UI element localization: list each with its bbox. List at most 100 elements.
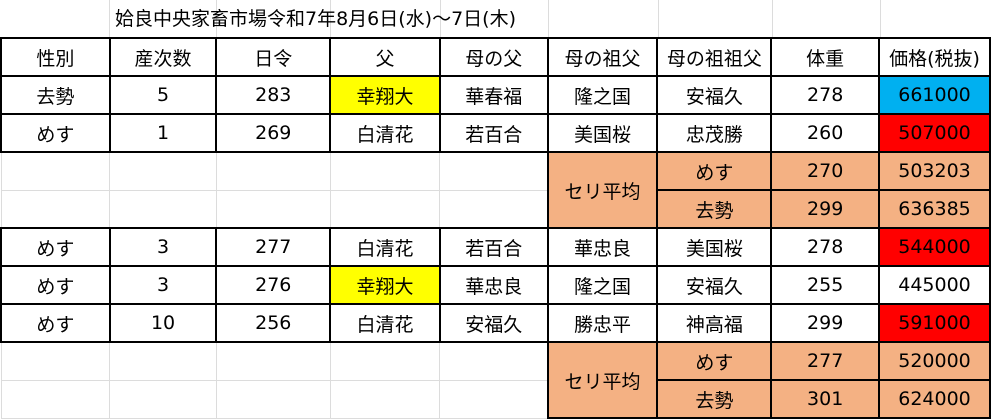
average-price-cell[interactable]: 624000	[878, 379, 991, 419]
header-cell-price[interactable]: 価格(税抜)	[878, 37, 991, 77]
cell-parity[interactable]: 1	[108, 113, 218, 153]
header-row: 性別 産次数 日令 父 母の父 母の祖父 母の祖祖父 体重 価格(税抜)	[0, 37, 991, 77]
cell-sex[interactable]: 去勢	[0, 75, 111, 115]
table-row: めす 10 256 白清花 安福久 勝忠平 神高福 299 591000	[0, 303, 991, 343]
header-cell-dam-sire[interactable]: 母の父	[438, 37, 549, 77]
header-cell-parity[interactable]: 産次数	[108, 37, 218, 77]
average-price-cell[interactable]: 503203	[878, 151, 991, 191]
cell-dam-grandsire[interactable]: 隆之国	[546, 265, 659, 305]
empty-cell[interactable]	[109, 189, 217, 229]
cell-parity[interactable]: 3	[108, 227, 218, 267]
empty-cell[interactable]	[0, 189, 111, 229]
cell-dam-sire[interactable]: 華忠良	[438, 265, 549, 305]
cell-dam-sire[interactable]: 華春福	[438, 75, 549, 115]
cell-weight[interactable]: 278	[770, 75, 881, 115]
table-row: めす 1 269 白清花 若百合 美国桜 忠茂勝 260 507000	[0, 113, 991, 153]
cell-sex[interactable]: めす	[0, 265, 111, 305]
average-row: 去勢 299 636385	[0, 189, 991, 229]
empty-cell[interactable]	[109, 379, 217, 419]
empty-cell[interactable]	[109, 341, 217, 381]
cell-sire-highlighted[interactable]: 幸翔大	[329, 75, 441, 115]
average-sex-cell[interactable]: 去勢	[656, 379, 773, 419]
empty-cell[interactable]	[439, 341, 549, 381]
cell-sire[interactable]: 白清花	[329, 303, 441, 343]
cell-weight[interactable]: 278	[770, 227, 881, 267]
average-weight-cell[interactable]: 299	[770, 189, 881, 229]
cell-age[interactable]: 256	[215, 303, 332, 343]
cell-dam-ggsire[interactable]: 安福久	[656, 75, 773, 115]
cell-dam-ggsire[interactable]: 美国桜	[656, 227, 773, 267]
cell-dam-grandsire[interactable]: 隆之国	[546, 75, 659, 115]
cell-dam-sire[interactable]: 若百合	[438, 113, 549, 153]
cell-dam-sire[interactable]: 安福久	[438, 303, 549, 343]
average-sex-cell[interactable]: めす	[656, 151, 773, 191]
empty-cell[interactable]	[109, 151, 217, 191]
average-label-cell[interactable]: セリ平均	[546, 151, 659, 229]
average-weight-cell[interactable]: 301	[770, 379, 881, 419]
cell-parity[interactable]: 10	[108, 303, 218, 343]
empty-cell[interactable]	[439, 189, 549, 229]
cell-weight[interactable]: 260	[770, 113, 881, 153]
cell-price-highlighted[interactable]: 661000	[878, 75, 991, 115]
cell-sex[interactable]: めす	[0, 303, 111, 343]
empty-cell[interactable]	[329, 379, 441, 419]
average-weight-cell[interactable]: 270	[770, 151, 881, 191]
cell-price-highlighted[interactable]: 591000	[878, 303, 991, 343]
average-price-cell[interactable]: 636385	[878, 189, 991, 229]
empty-cell[interactable]	[329, 151, 441, 191]
empty-cell[interactable]	[215, 379, 331, 419]
cell-age[interactable]: 269	[215, 113, 332, 153]
empty-cell[interactable]	[329, 341, 441, 381]
table-row: めす 3 276 幸翔大 華忠良 隆之国 安福久 255 445000	[0, 265, 991, 305]
cell-parity[interactable]: 5	[108, 75, 218, 115]
cell-dam-grandsire[interactable]: 勝忠平	[546, 303, 659, 343]
empty-cell[interactable]	[0, 379, 111, 419]
cell-dam-ggsire[interactable]: 神高福	[656, 303, 773, 343]
cell-sex[interactable]: めす	[0, 113, 111, 153]
average-sex-cell[interactable]: めす	[656, 341, 773, 381]
empty-cell[interactable]	[215, 151, 331, 191]
empty-cell[interactable]	[439, 151, 549, 191]
auction-results-table: 性別 産次数 日令 父 母の父 母の祖父 母の祖祖父 体重 価格(税抜) 去勢 …	[0, 37, 991, 419]
average-sex-cell[interactable]: 去勢	[656, 189, 773, 229]
empty-cell[interactable]	[329, 189, 441, 229]
header-cell-age[interactable]: 日令	[215, 37, 332, 77]
cell-sire-highlighted[interactable]: 幸翔大	[329, 265, 441, 305]
cell-sex[interactable]: めす	[0, 227, 111, 267]
average-label-cell[interactable]: セリ平均	[546, 341, 659, 419]
header-cell-weight[interactable]: 体重	[770, 37, 881, 77]
average-weight-cell[interactable]: 277	[770, 341, 881, 381]
cell-dam-grandsire[interactable]: 美国桜	[546, 113, 659, 153]
cell-dam-ggsire[interactable]: 安福久	[656, 265, 773, 305]
empty-cell[interactable]	[439, 379, 549, 419]
cell-dam-grandsire[interactable]: 華忠良	[546, 227, 659, 267]
table-row: めす 3 277 白清花 若百合 華忠良 美国桜 278 544000	[0, 227, 991, 267]
cell-parity[interactable]: 3	[108, 265, 218, 305]
header-cell-dam-ggsire[interactable]: 母の祖祖父	[656, 37, 773, 77]
cell-age[interactable]: 277	[215, 227, 332, 267]
header-cell-dam-grandsire[interactable]: 母の祖父	[546, 37, 659, 77]
cell-sire[interactable]: 白清花	[329, 113, 441, 153]
cell-price-highlighted[interactable]: 544000	[878, 227, 991, 267]
header-cell-sex[interactable]: 性別	[0, 37, 111, 77]
empty-cell[interactable]	[215, 189, 331, 229]
cell-dam-ggsire[interactable]: 忠茂勝	[656, 113, 773, 153]
header-cell-sire[interactable]: 父	[329, 37, 441, 77]
empty-cell[interactable]	[215, 341, 331, 381]
average-row: セリ平均 めす 277 520000	[0, 341, 991, 419]
empty-cell[interactable]	[0, 151, 111, 191]
cell-sire[interactable]: 白清花	[329, 227, 441, 267]
cell-age[interactable]: 276	[215, 265, 332, 305]
cell-price-highlighted[interactable]: 507000	[878, 113, 991, 153]
cell-age[interactable]: 283	[215, 75, 332, 115]
cell-price[interactable]: 445000	[878, 265, 991, 305]
sheet-title: 姶良中央家畜市場令和7年8月6日(水)〜7日(木)	[115, 8, 517, 30]
cell-weight[interactable]: 299	[770, 303, 881, 343]
average-row: セリ平均 めす 270 503203	[0, 151, 991, 229]
empty-cell[interactable]	[0, 341, 111, 381]
cell-dam-sire[interactable]: 若百合	[438, 227, 549, 267]
cell-weight[interactable]: 255	[770, 265, 881, 305]
average-price-cell[interactable]: 520000	[878, 341, 991, 381]
average-row: 去勢 301 624000	[0, 379, 991, 419]
table-row: 去勢 5 283 幸翔大 華春福 隆之国 安福久 278 661000	[0, 75, 991, 115]
